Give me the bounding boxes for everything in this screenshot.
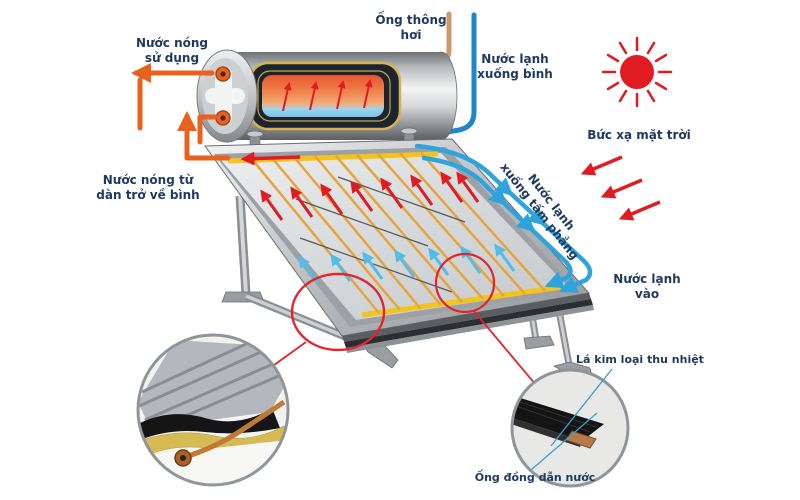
label-hot-water-return: Nước nóng từ dàn trở về bình — [96, 173, 200, 202]
tank-convection-arrows — [282, 79, 373, 112]
detail-pointer-lines — [530, 368, 613, 471]
label-hot-water-use: Nước nóng sử dụng — [135, 36, 209, 65]
label-vent-pipe: Ống thông hơi — [375, 13, 447, 42]
hot-flow-arrows — [260, 171, 480, 221]
header-flow-arrow — [240, 151, 301, 166]
cold-feed-downpipes — [414, 143, 593, 293]
tank-cutaway — [248, 61, 402, 131]
label-absorber-sheet: Lá kim loại thu nhiệt — [576, 353, 704, 366]
storage-tank — [196, 49, 458, 153]
sun-icon — [601, 36, 673, 108]
label-cold-water-in: Nước lạnh vào — [613, 272, 681, 301]
label-cold-water-to-tank: Nước lạnh xuống bình — [477, 52, 553, 81]
panel-side-layers — [342, 293, 594, 353]
highlight-circles — [269, 252, 537, 386]
label-copper-water-pipe: Ống đồng dẫn nước — [474, 471, 596, 484]
radiation-arrows — [580, 155, 661, 221]
detail-view-cross-section — [136, 333, 290, 487]
hot-water-pipes — [131, 63, 231, 161]
detail-view-absorber — [510, 368, 630, 488]
cold-flow-arrows — [298, 243, 516, 284]
label-solar-radiation: Bức xạ mặt trời — [587, 128, 691, 142]
cold-inlet-pipe-graphic — [439, 12, 477, 136]
